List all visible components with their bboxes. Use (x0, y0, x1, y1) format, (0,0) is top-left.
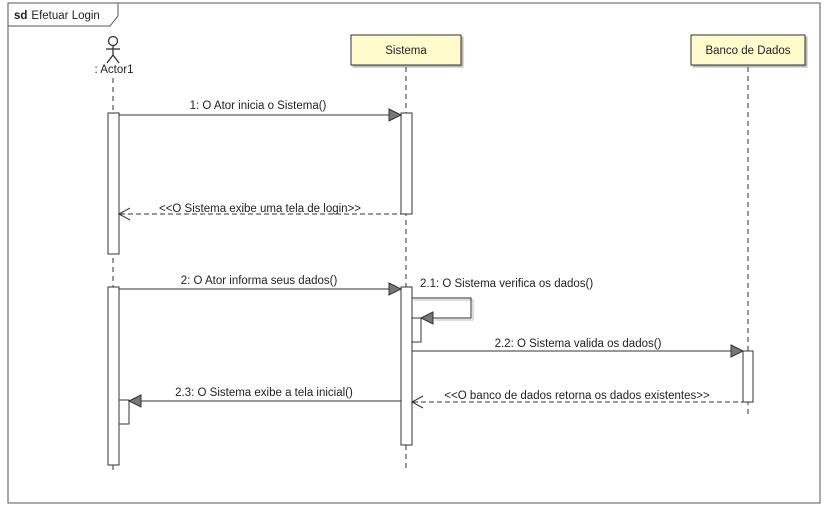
message-2-3-label: 2.3: O Sistema exibe a tela inicial() (175, 387, 353, 399)
frame-border (7, 2, 821, 504)
message-2-1[interactable]: 2.1: O Sistema verifica os dados() (412, 278, 593, 325)
activation-actor-1 (107, 112, 120, 255)
message-2-2[interactable]: 2.2: O Sistema valida os dados() (412, 338, 745, 358)
lifeline-label-sistema: Sistema (385, 45, 427, 57)
lifeline-label-banco: Banco de Dados (705, 45, 790, 57)
frame-name: Efetuar Login (31, 10, 99, 22)
frame-label: sd Efetuar Login (14, 10, 100, 22)
lifeline-head-banco[interactable] (690, 34, 806, 66)
message-2-label: 2: O Ator informa seus dados() (181, 275, 338, 287)
actor-label: : Actor1 (95, 64, 134, 76)
activation-sistema-1 (400, 112, 413, 215)
message-1-label: 1: O Ator inicia o Sistema() (190, 100, 327, 112)
activation-actor-2 (107, 286, 120, 466)
frame-keyword: sd (14, 10, 27, 22)
lifeline-head-sistema[interactable] (350, 34, 462, 66)
activation-actor-nested (118, 399, 130, 425)
frame-label-tab (7, 2, 119, 27)
return-1[interactable]: <<O Sistema exibe uma tela de login>> (117, 203, 401, 221)
activation-sistema-nested (411, 317, 422, 343)
actor-icon (106, 35, 120, 64)
message-1[interactable]: 1: O Ator inicia o Sistema() (119, 100, 403, 122)
message-2-3[interactable]: 2.3: O Sistema exibe a tela inicial() (127, 387, 401, 408)
activation-sistema-2 (400, 286, 413, 446)
message-2-2-label: 2.2: O Sistema valida os dados() (495, 338, 662, 350)
activation-banco (742, 350, 754, 403)
return-2-2[interactable]: <<O banco de dados retorna os dados exis… (410, 390, 743, 409)
return-2-2-label: <<O banco de dados retorna os dados exis… (444, 390, 710, 402)
message-2-1-label: 2.1: O Sistema verifica os dados() (420, 278, 593, 290)
message-2[interactable]: 2: O Ator informa seus dados() (119, 275, 403, 296)
return-1-label: <<O Sistema exibe uma tela de login>> (159, 203, 361, 215)
